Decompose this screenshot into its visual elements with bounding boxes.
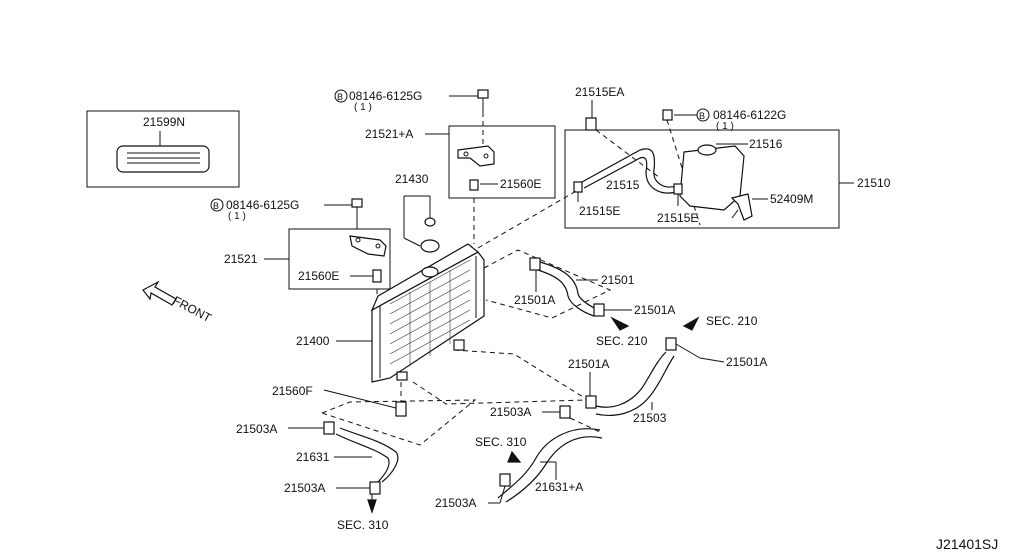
part-number-21503A-3: 21503A [490, 405, 531, 419]
part-number-21515: 21515 [606, 178, 640, 192]
radiator-core: 21400 [296, 243, 485, 383]
part-number-21430: 21430 [395, 172, 429, 186]
part-number-21510: 21510 [857, 176, 891, 190]
part-number-21503A-1: 21503A [236, 422, 277, 436]
sec-310-mid: SEC. 310 [475, 435, 527, 449]
radiator-core-fins [389, 259, 471, 366]
bolt-top-callout: B 08146-6125G ( 1 ) [334, 89, 489, 145]
upper-hose-callout: 21501 21501A 21501A SEC. 210 [483, 249, 675, 348]
part-number-bolt-left: 08146-6125G [226, 198, 299, 212]
bolt-left-qty: ( 1 ) [228, 211, 246, 222]
front-label: FRONT [171, 293, 215, 325]
bolt-right-symbol: B [699, 111, 705, 121]
part-number-21501A-4: 21501A [568, 357, 609, 371]
bolt-top-symbol: B [337, 92, 343, 102]
part-number-21503A-2: 21503A [284, 481, 325, 495]
sec-310-bottom: SEC. 310 [337, 518, 389, 532]
diagram-code: J21401SJ [936, 536, 998, 552]
part-number-21501A-1: 21501A [514, 293, 555, 307]
sec-210-1: SEC. 210 [596, 334, 648, 348]
part-number-21515E-2: 21515E [657, 211, 698, 225]
front-direction-arrow: FRONT [142, 280, 215, 325]
part-number-21560E-left: 21560E [298, 269, 339, 283]
part-number-21560F: 21560F [272, 384, 313, 398]
bracket-upper-callout: 21521+A 21560E [365, 125, 556, 244]
part-number-21631: 21631 [296, 450, 330, 464]
part-number-21631A: 21631+A [535, 480, 583, 494]
part-number-bolt-right: 08146-6122G [713, 108, 786, 122]
part-number-21560E-top: 21560E [500, 177, 541, 191]
part-number-bolt-top: 08146-6125G [349, 89, 422, 103]
sec-210-2: SEC. 210 [706, 314, 758, 328]
part-number-21516: 21516 [749, 137, 783, 151]
part-number-21515EA: 21515EA [575, 85, 624, 99]
lower-hose-right-callout: SEC. 210 21501A 21501A 21503 [409, 314, 767, 425]
lower-hose-left-callout: 21503A 21631 21503A SEC. 310 [236, 399, 477, 532]
drain-plug-callout: 21560F [272, 382, 407, 417]
radiator-cap-callout: 21430 [395, 172, 440, 253]
part-number-21521: 21521 [224, 252, 258, 266]
reservoir-tank-callout: 21510 21515EA B 08146-6122G ( 1 ) 21516 … [564, 85, 891, 229]
bolt-top-qty: ( 1 ) [354, 102, 372, 113]
part-number-21503A-4: 21503A [435, 496, 476, 510]
part-number-21599N: 21599N [143, 115, 185, 129]
label-plate-callout: 21599N [86, 110, 240, 188]
part-number-21501: 21501 [601, 273, 635, 287]
part-number-21501A-3: 21501A [726, 355, 767, 369]
bracket-lower-callout: 21521 21560E [224, 228, 391, 296]
bypass-hose-callout: 21503A SEC. 310 21631+A 21503A [435, 405, 603, 510]
part-number-21501A-2: 21501A [634, 303, 675, 317]
bolt-left-callout: B 08146-6125G ( 1 ) [210, 198, 363, 229]
part-number-52409M: 52409M [770, 192, 813, 206]
overflow-hose-guide [477, 189, 579, 249]
part-number-21515E-1: 21515E [579, 204, 620, 218]
bolt-left-symbol: B [213, 201, 219, 211]
bolt-right-qty: ( 1 ) [716, 121, 734, 132]
part-number-21521A: 21521+A [365, 127, 413, 141]
part-number-21503: 21503 [633, 411, 667, 425]
part-number-21400: 21400 [296, 334, 330, 348]
